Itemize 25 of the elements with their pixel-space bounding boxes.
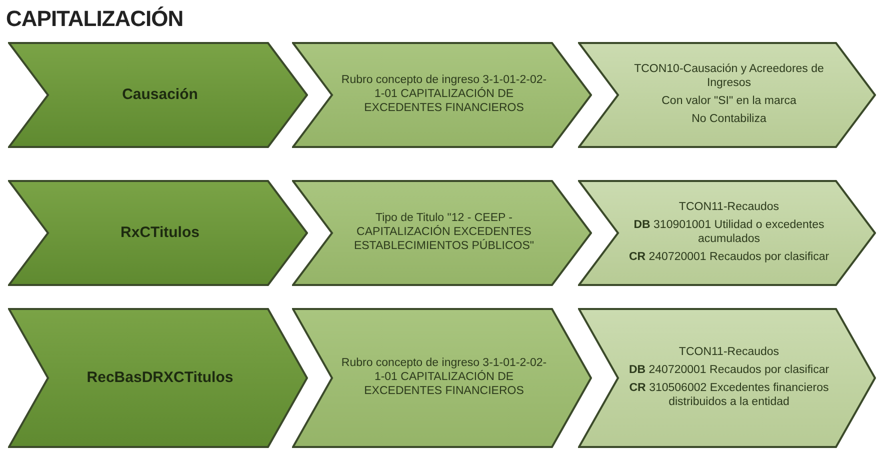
chevron-shape	[8, 180, 308, 286]
chevron-shape	[578, 308, 876, 448]
step-label: RxCTitulos	[120, 224, 200, 242]
chevron-shape	[292, 42, 592, 148]
step-heading: TCON11-Recaudos	[678, 201, 780, 216]
step-text: CR 240720001 Recaudos por clasificar	[628, 250, 830, 265]
chevron-shape	[292, 308, 592, 448]
step-text: Con valor "SI" en la marca	[662, 95, 796, 109]
step-text: Tipo de Titulo "12 - CEEP - CAPITALIZACIÓN EXCEDENTES ESTABLECIMIENTOS PÚBLICOS"	[352, 212, 536, 254]
step-heading: TCON10-Causación y Acreedores de Ingresos	[633, 63, 825, 91]
chevron-shape	[292, 180, 592, 286]
step-text: DB 240720001 Recaudos por clasificar	[628, 364, 830, 378]
step-heading: TCON11-Recaudos	[678, 346, 780, 360]
step-label: RecBasDRXCTitulos	[86, 369, 234, 387]
step-text: CR 310506002 Excedentes financieros distribuidos a la entidad	[628, 382, 830, 410]
chevron-shape	[8, 42, 308, 148]
step-text: Rubro concepto de ingreso 3-1-01-2-02-1-01 CAPITALIZACIÓN DE EXCEDENTES FINANCIEROS	[340, 357, 548, 399]
chevron-shape	[578, 180, 876, 286]
step-text: Rubro concepto de ingreso 3-1-01-2-02-1-01 CAPITALIZACIÓN DE EXCEDENTES FINANCIEROS	[340, 74, 548, 116]
step-text: DB 310901001 Utilidad o excedentes acumulados	[632, 219, 826, 247]
diagram-title: CAPITALIZACIÓN	[6, 6, 184, 32]
chevron-shape	[8, 308, 308, 448]
step-label: Causación	[122, 86, 198, 104]
chevron-shape	[578, 42, 876, 148]
step-text: No Contabiliza	[692, 112, 766, 127]
